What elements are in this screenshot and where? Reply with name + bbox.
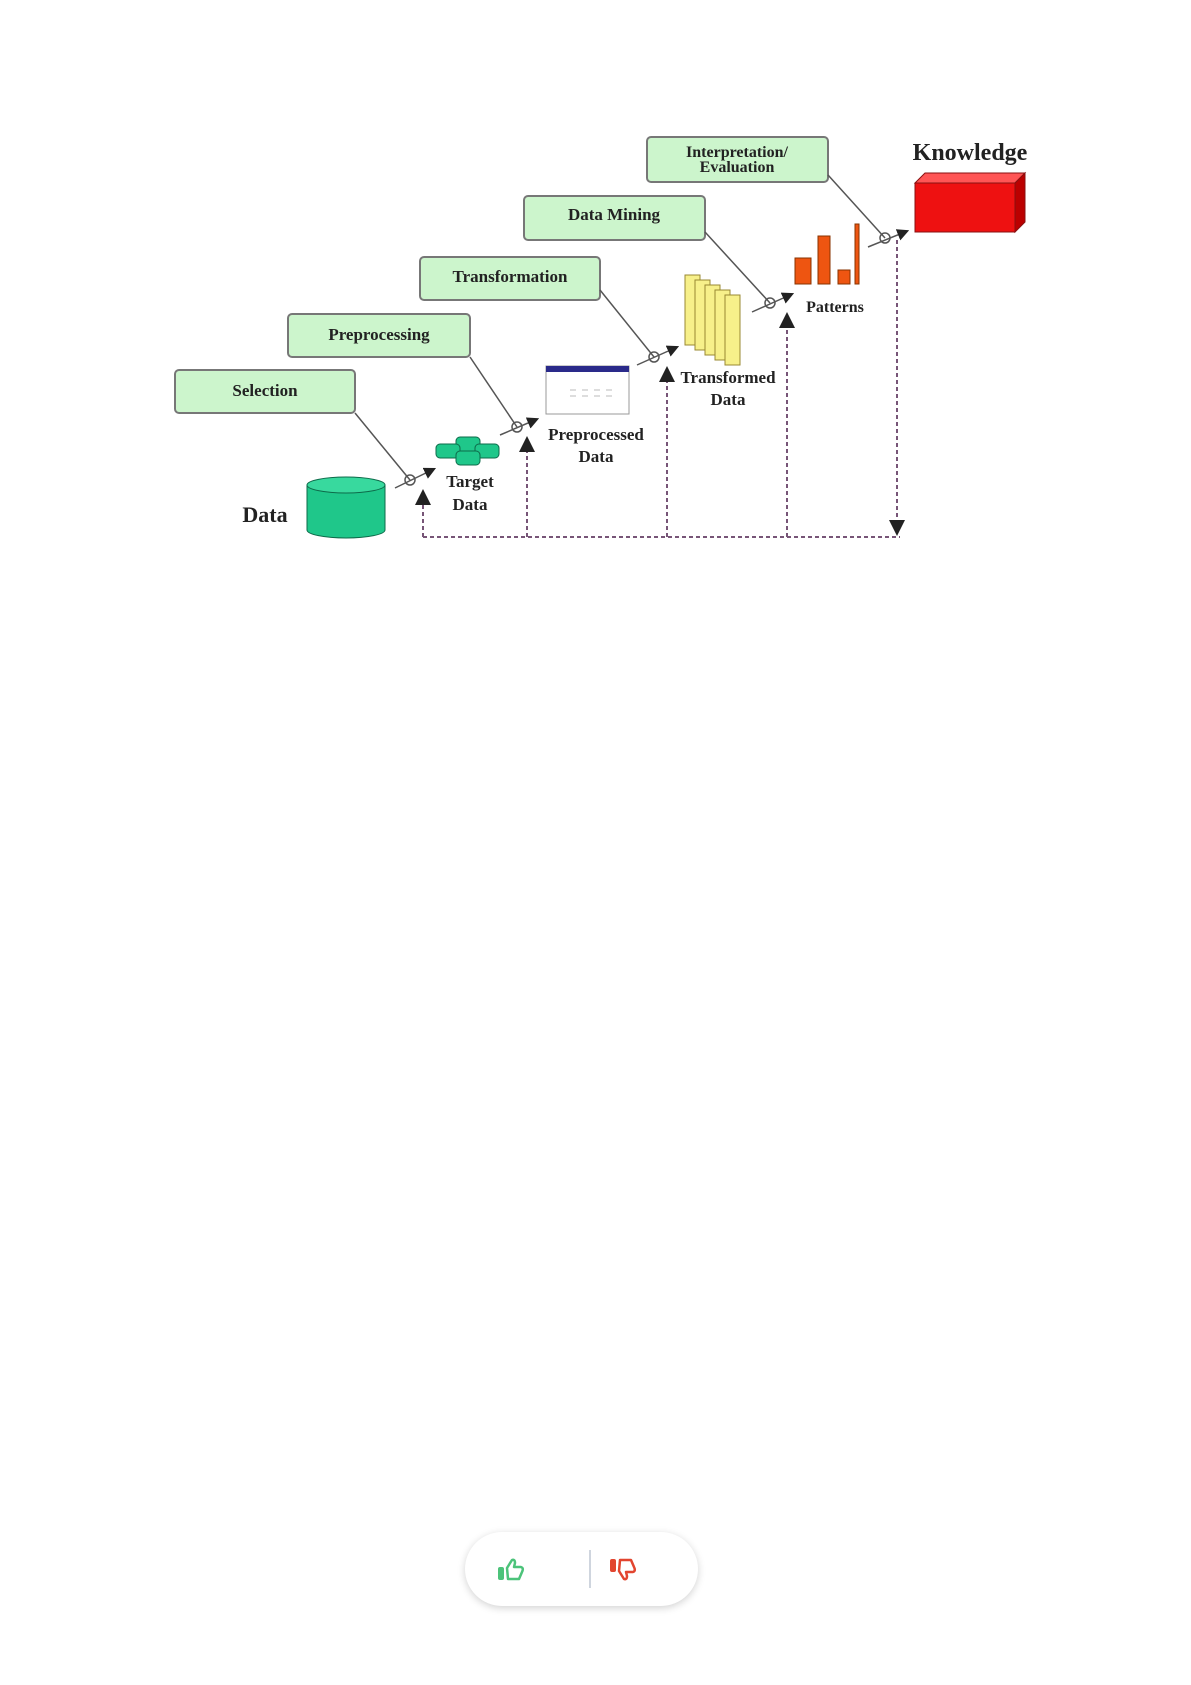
thumbs-down-icon — [610, 1558, 637, 1581]
patterns-bar-icon — [794, 223, 860, 285]
feedback-bar — [465, 1532, 698, 1606]
svg-text:Evaluation: Evaluation — [700, 159, 775, 176]
thumbs-down-button[interactable] — [605, 1552, 641, 1588]
svg-text:Data: Data — [711, 390, 746, 409]
step-selection: Selection — [174, 369, 356, 414]
svg-text:Preprocessing: Preprocessing — [328, 325, 430, 344]
svg-text:Transformation: Transformation — [453, 267, 568, 286]
target-data-icon — [435, 436, 500, 466]
svg-text:Target: Target — [446, 472, 494, 491]
svg-text:Selection: Selection — [232, 381, 298, 400]
svg-text:Preprocessed: Preprocessed — [548, 425, 644, 444]
svg-text:Data: Data — [242, 502, 287, 527]
preprocessed-data-icon — [545, 365, 630, 415]
step-data-mining: Data Mining — [523, 195, 706, 241]
feedback-loop — [415, 240, 905, 538]
svg-text:Data Mining: Data Mining — [568, 205, 661, 224]
svg-text:Knowledge: Knowledge — [913, 140, 1028, 166]
knowledge-box-icon — [913, 171, 1027, 234]
step-interpretation-evaluation: Interpretation/ Evaluation — [646, 136, 829, 183]
svg-text:Interpretation/: Interpretation/ — [686, 144, 788, 161]
svg-text:Data: Data — [579, 447, 614, 466]
data-cylinder-icon — [306, 476, 386, 539]
step-preprocessing: Preprocessing — [287, 313, 471, 358]
divider — [589, 1550, 591, 1588]
transformed-data-icon — [684, 274, 741, 366]
kdd-process-diagram: Selection Preprocessing Transformation D… — [174, 136, 1028, 539]
thumbs-up-icon — [498, 1558, 525, 1581]
svg-text:Transformed: Transformed — [680, 368, 776, 387]
thumbs-up-button[interactable] — [493, 1552, 529, 1588]
connectors — [354, 174, 910, 489]
svg-text:Data: Data — [453, 495, 488, 514]
svg-text:Patterns: Patterns — [806, 299, 864, 316]
step-transformation: Transformation — [419, 256, 601, 301]
